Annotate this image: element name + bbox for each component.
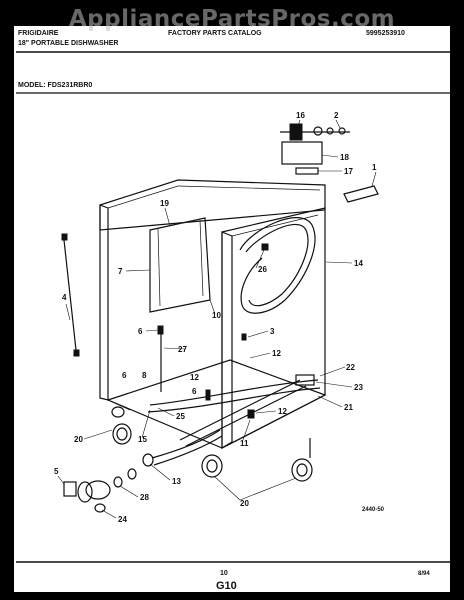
drawing-number: 2440-50 [362, 507, 385, 513]
callout-15: 15 [138, 435, 147, 444]
callout-27: 27 [178, 345, 187, 354]
callout-8: 8 [142, 371, 147, 380]
callout-4: 4 [62, 293, 67, 302]
callout-10: 10 [212, 311, 221, 320]
callout-11: 11 [240, 439, 249, 448]
callout-12: 12 [190, 373, 199, 382]
callout-20: 20 [240, 499, 249, 508]
callout-17: 17 [344, 167, 353, 176]
callout-28: 28 [140, 493, 149, 502]
caster-right [291, 438, 313, 482]
model-label: MODEL: FDS231RBR0 [18, 82, 93, 89]
caster-left-rear [111, 406, 125, 418]
watermark: AppliancePartsPros.com [68, 6, 396, 32]
caster-left-front [112, 423, 132, 445]
callout-12: 12 [272, 349, 281, 358]
callout-20: 20 [74, 435, 83, 444]
callout-22: 22 [346, 363, 355, 372]
callout-6: 6 [138, 327, 143, 336]
bracket-assembly [149, 217, 211, 313]
callout-25: 25 [176, 412, 185, 421]
callout-16: 16 [296, 111, 305, 120]
callout-2: 2 [334, 111, 339, 120]
brand-label: FRIGIDAIRE [18, 30, 59, 37]
page-number: 10 [220, 570, 228, 577]
leader-lines [57, 119, 377, 519]
callout-5: 5 [54, 467, 59, 476]
hose-loop [239, 217, 316, 314]
pump-motor-assembly [63, 429, 223, 513]
base-frame [106, 359, 327, 449]
callout-6: 6 [122, 371, 127, 380]
callout-1: 1 [372, 163, 377, 172]
callout-26: 26 [258, 265, 267, 274]
catalog-number: 5995253910 [366, 30, 405, 37]
catalog-title: FACTORY PARTS CATALOG [168, 30, 262, 37]
callout-7: 7 [118, 267, 123, 276]
hardware [61, 233, 315, 419]
section-code: G10 [216, 580, 237, 592]
callout-23: 23 [354, 383, 363, 392]
callout-3: 3 [270, 327, 275, 336]
callout-21: 21 [344, 403, 353, 412]
revision-date: 8/94 [418, 571, 430, 577]
top-parts-assembly [280, 123, 379, 203]
callout-labels: 1 2 3 4 5 6 6 6 7 8 10 11 12 12 12 13 14… [54, 111, 377, 524]
callout-14: 14 [354, 259, 363, 268]
callout-18: 18 [340, 153, 349, 162]
callout-24: 24 [118, 515, 127, 524]
callout-19: 19 [160, 199, 169, 208]
callout-6: 6 [192, 387, 197, 396]
callout-13: 13 [172, 477, 181, 486]
callout-12: 12 [278, 407, 287, 416]
cabinet-back-panel [99, 179, 326, 411]
caster-center [201, 454, 223, 478]
product-label: 18" PORTABLE DISHWASHER [18, 40, 119, 47]
